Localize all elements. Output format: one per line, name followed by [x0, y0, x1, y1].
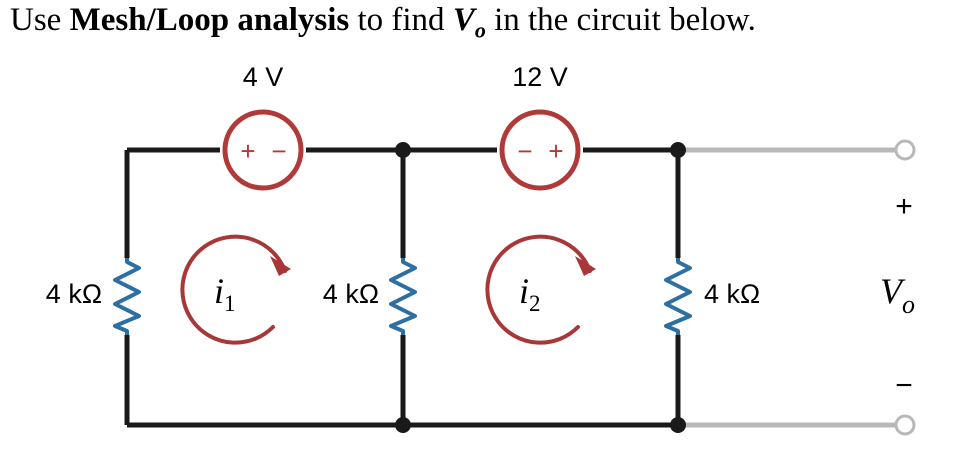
source-2-polarity-left: − [517, 136, 532, 166]
resistor-2: 4 kΩ [323, 258, 417, 335]
question-text: Use Mesh/Loop analysis to find Vo in the… [10, 2, 756, 44]
resistor-3: 4 kΩ [664, 258, 760, 335]
output-terminal-bottom [894, 414, 916, 436]
question-middle: to find [349, 2, 453, 38]
voltage-source-12v: − + 12 V [499, 62, 581, 191]
resistor-3-label: 4 kΩ [704, 279, 760, 309]
resistor-1: 4 kΩ [46, 258, 141, 335]
output-plus-sign: + [895, 190, 913, 223]
junction-dot [670, 417, 686, 433]
question-variable: Vo [452, 2, 486, 43]
output-terminals [678, 139, 916, 436]
mesh-current-1: i1 [180, 234, 291, 345]
mesh-current-2: i2 [485, 234, 596, 345]
output-voltage-label: Vo [880, 271, 915, 319]
mesh-current-2-label: i2 [519, 271, 541, 316]
mesh-current-1-label: i1 [214, 271, 236, 316]
question-prefix: Use [10, 2, 70, 38]
junctions [395, 142, 686, 433]
source-1-polarity-right: − [271, 136, 286, 166]
source-1-polarity-left: + [240, 136, 255, 166]
question-suffix: in the circuit below. [485, 2, 756, 38]
source-2-label: 12 V [512, 62, 568, 92]
output-voltage: + Vo − [880, 190, 915, 402]
source-2-polarity-right: + [548, 136, 563, 166]
junction-dot [395, 142, 411, 158]
source-1-label: 4 V [243, 62, 284, 92]
junction-dot [395, 417, 411, 433]
voltage-source-4v: + − 4 V [222, 62, 304, 191]
resistor-2-label: 4 kΩ [323, 279, 379, 309]
output-terminal-top [894, 139, 916, 161]
junction-dot [670, 142, 686, 158]
question-method: Mesh/Loop analysis [69, 2, 350, 38]
output-minus-sign: − [895, 369, 913, 402]
resistor-1-label: 4 kΩ [46, 279, 102, 309]
